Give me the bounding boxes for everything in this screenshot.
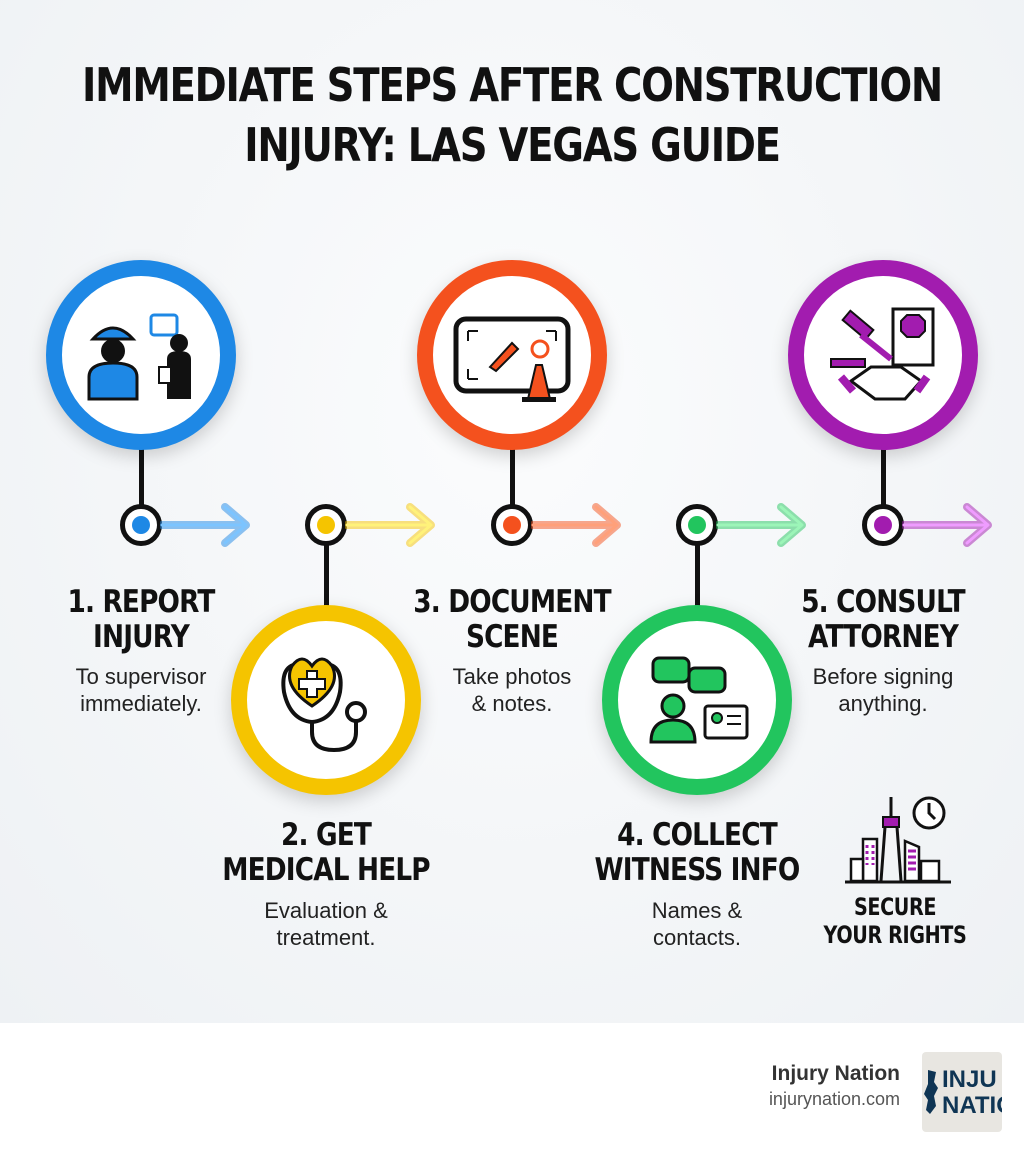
- step-5-description: Before signing anything.: [788, 663, 978, 717]
- step-2-title: 2. GET MEDICAL HELP: [199, 818, 454, 888]
- step-4-description: Names & contacts.: [602, 897, 792, 951]
- brand-logo: INJU NATIO: [922, 1052, 1002, 1132]
- step-1-circle: [46, 260, 236, 450]
- worker-reporting-icon: [87, 313, 191, 401]
- step-3-circle: [417, 260, 607, 450]
- step-desc-line: treatment.: [276, 925, 376, 950]
- page-title: IMMEDIATE STEPS AFTER CONSTRUCTION INJUR…: [0, 55, 1024, 175]
- step-title-line: WITNESS INFO: [594, 852, 801, 888]
- connector-line: [324, 545, 329, 615]
- step-title-line: 3. DOCUMENT: [413, 584, 611, 620]
- step-1-title: 1. REPORT INJURY: [14, 585, 269, 655]
- step-5-title: 5. CONSULT ATTORNEY: [756, 585, 1011, 655]
- step-2-description: Evaluation & treatment.: [231, 897, 421, 951]
- step-5-circle: [788, 260, 978, 450]
- map-silhouette-icon: [924, 1070, 938, 1114]
- step-1-node: [120, 504, 162, 546]
- step-1-description: To supervisor immediately.: [46, 663, 236, 717]
- step-title-line: 5. CONSULT: [801, 584, 965, 620]
- stethoscope-heart-icon: [281, 657, 367, 753]
- step-desc-line: Names &: [651, 898, 743, 923]
- logo-text-line: INJU: [942, 1066, 997, 1093]
- gavel-handshake-icon: [830, 307, 935, 401]
- rights-line: YOUR RIGHTS: [823, 921, 967, 949]
- step-title-line: SCENE: [465, 619, 559, 655]
- step-desc-line: & notes.: [471, 691, 553, 716]
- connector-line: [881, 440, 886, 510]
- title-line-1: IMMEDIATE STEPS AFTER CONSTRUCTION: [82, 58, 943, 112]
- step-title-line: MEDICAL HELP: [222, 852, 430, 888]
- step-desc-line: immediately.: [80, 691, 202, 716]
- step-desc-line: anything.: [838, 691, 928, 716]
- step-title-line: INJURY: [93, 619, 190, 655]
- connector-line: [139, 440, 144, 510]
- brand-name: Injury Nation: [771, 1062, 900, 1085]
- step-4-node: [676, 504, 718, 546]
- arrow-right-icon: [716, 503, 806, 547]
- step-3-node: [491, 504, 533, 546]
- step-title-line: 2. GET: [280, 817, 372, 853]
- rights-line: SECURE: [853, 893, 937, 921]
- brand-url[interactable]: injurynation.com: [768, 1089, 900, 1109]
- step-desc-line: Take photos: [452, 664, 572, 689]
- step-desc-line: contacts.: [652, 925, 742, 950]
- step-3-description: Take photos & notes.: [417, 663, 607, 717]
- step-desc-line: To supervisor: [75, 664, 207, 689]
- arrow-right-icon: [160, 503, 250, 547]
- step-5-node: [862, 504, 904, 546]
- step-title-line: 4. COLLECT: [617, 817, 778, 853]
- secure-your-rights-label: SECURE YOUR RIGHTS: [815, 893, 975, 949]
- arrow-right-icon: [531, 503, 621, 547]
- title-line-2: INJURY: LAS VEGAS GUIDE: [244, 118, 781, 172]
- step-title-line: 1. REPORT: [67, 584, 216, 620]
- witness-contact-icon: [649, 656, 749, 744]
- step-2-node: [305, 504, 347, 546]
- step-desc-line: Evaluation &: [264, 898, 388, 923]
- step-3-title: 3. DOCUMENT SCENE: [385, 585, 640, 655]
- las-vegas-skyline-icon: [845, 796, 951, 884]
- step-title-line: ATTORNEY: [808, 619, 959, 655]
- step-desc-line: Before signing: [812, 664, 954, 689]
- phone-camera-icon: [453, 316, 571, 402]
- arrow-right-icon: [902, 503, 992, 547]
- logo-text-line: NATIO: [942, 1092, 1002, 1119]
- step-4-title: 4. COLLECT WITNESS INFO: [570, 818, 825, 888]
- connector-line: [510, 440, 515, 510]
- arrow-right-icon: [345, 503, 435, 547]
- connector-line: [695, 545, 700, 615]
